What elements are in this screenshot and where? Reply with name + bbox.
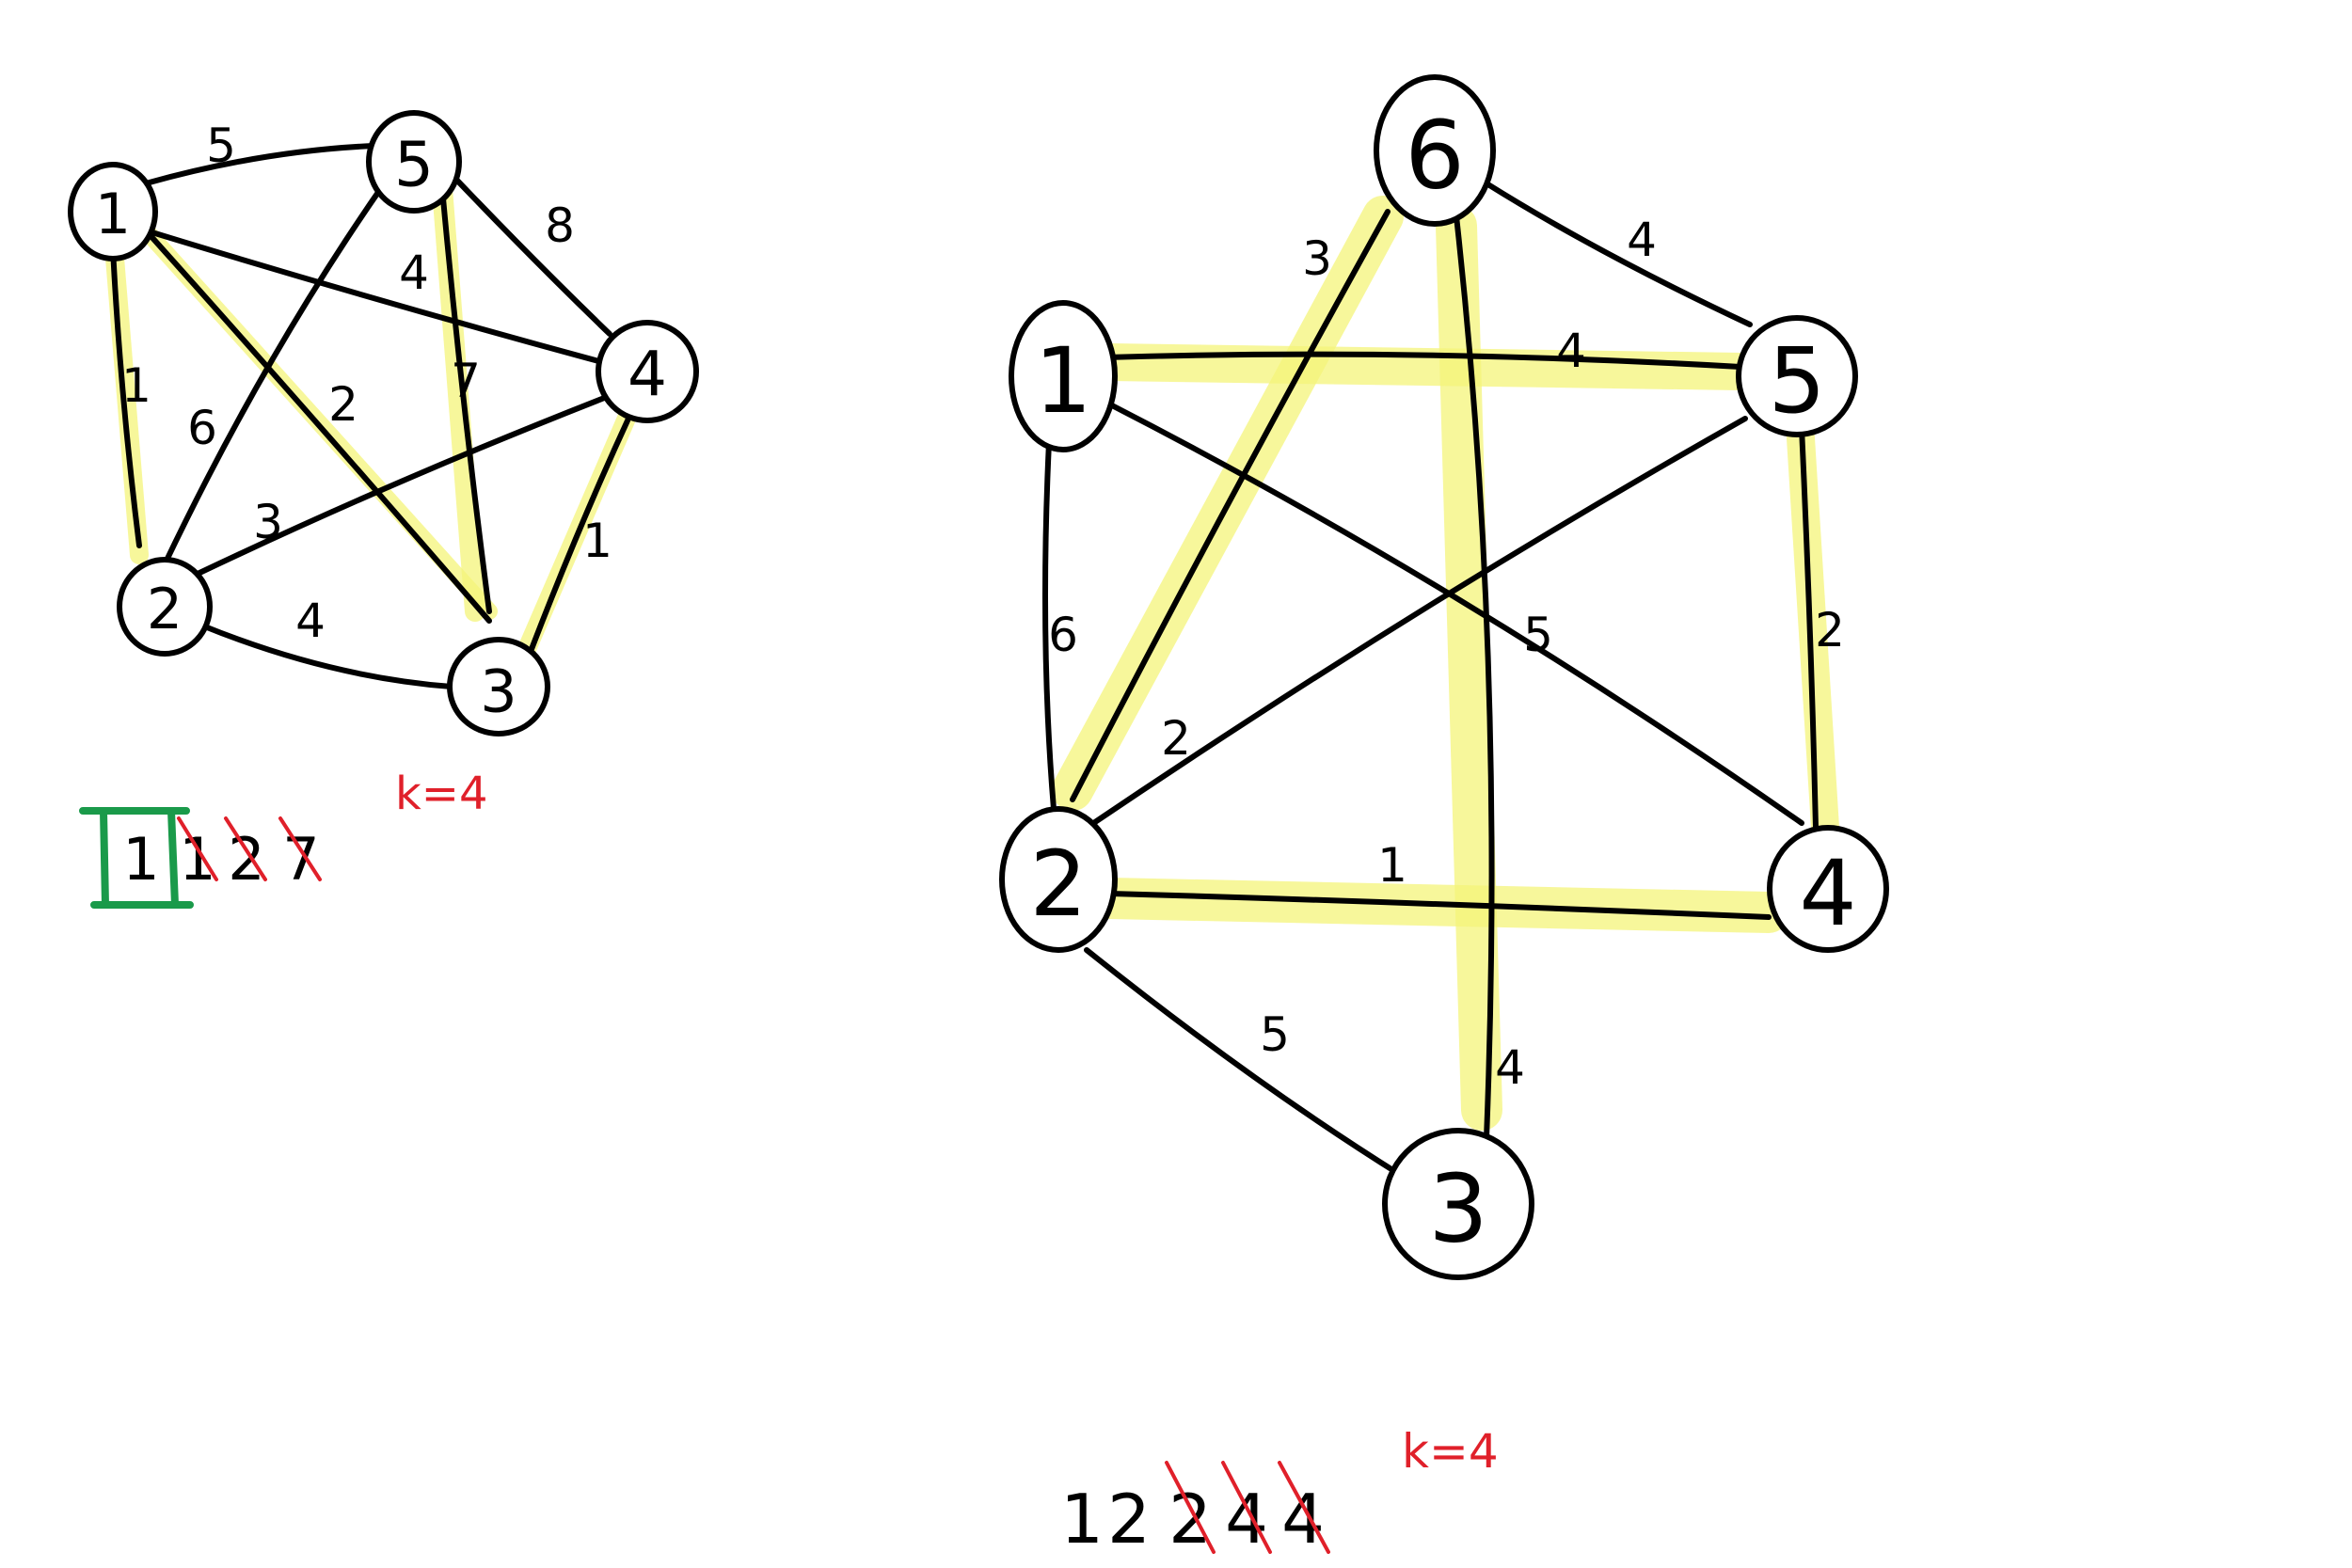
g2-edge-5-2 xyxy=(1084,416,1748,831)
g2-weight-1-2: 6 xyxy=(1048,608,1078,662)
g2-weight-6-5: 4 xyxy=(1627,213,1657,267)
g2-seq-item-0: 1 xyxy=(1060,1480,1104,1559)
g1-weight-5-3: 7 xyxy=(451,354,481,408)
g1-edge-2-4 xyxy=(195,392,614,577)
svg-text:1: 1 xyxy=(95,182,131,247)
graph-1: 5 8 4 7 2 1 6 3 4 1 1 5 4 xyxy=(68,110,699,909)
graph-2-weights: 4 3 4 4 6 5 2 2 1 5 xyxy=(1048,213,1845,1095)
g1-edge-5-4 xyxy=(439,162,612,337)
g2-weight-2-4: 1 xyxy=(1377,838,1407,893)
g1-weight-5-4: 8 xyxy=(545,198,575,253)
g2-weight-6-3: 4 xyxy=(1495,1040,1525,1095)
g2-edge-6-2 xyxy=(1070,209,1391,802)
g2-weight-1-4: 5 xyxy=(1523,608,1553,662)
g1-weight-1-2: 1 xyxy=(121,358,151,413)
svg-text:3: 3 xyxy=(1428,1154,1488,1264)
graph-2-nodes: 6 1 5 2 4 3 xyxy=(999,74,1889,1280)
g1-edge-5-3 xyxy=(439,185,492,614)
g1-k-note: k=4 xyxy=(395,768,488,820)
g2-seq-item-2: 2 xyxy=(1168,1480,1212,1559)
g1-edge-1-3 xyxy=(143,228,492,624)
g2-edge-2-4 xyxy=(1107,891,1772,920)
g1-edge-1-4 xyxy=(143,228,605,365)
svg-text:4: 4 xyxy=(628,339,667,411)
g2-edge-6-3 xyxy=(1454,214,1495,1141)
g2-k-note: k=4 xyxy=(1402,1424,1499,1479)
svg-text:3: 3 xyxy=(480,657,516,726)
g1-seq-cross-1 xyxy=(177,816,218,881)
graph-1-edges xyxy=(110,143,631,689)
g1-weight-4-3: 1 xyxy=(582,514,612,568)
g1-weight-5-2: 6 xyxy=(187,401,217,455)
g1-seq-item-1: 1 xyxy=(179,825,215,894)
svg-text:5: 5 xyxy=(394,129,434,201)
g1-seq-cross-3 xyxy=(278,816,322,881)
graph-1-nodes: 1 5 4 2 3 xyxy=(68,110,699,736)
g2-seq-cross-3 xyxy=(1221,1461,1272,1554)
g1-weight-1-4: 4 xyxy=(399,245,429,300)
svg-text:1: 1 xyxy=(1034,328,1091,434)
graph-1-weights: 5 8 4 7 2 1 6 3 4 1 xyxy=(121,119,612,648)
g1-weight-2-3: 4 xyxy=(295,594,326,648)
g2-weight-6-2: 3 xyxy=(1302,231,1332,286)
g2-node-3: 3 xyxy=(1382,1128,1534,1280)
svg-text:5: 5 xyxy=(1768,328,1825,434)
g1-edge-1-2 xyxy=(110,246,142,548)
g2-weight-5-2: 2 xyxy=(1161,711,1191,766)
g1-weight-1-5: 5 xyxy=(206,119,236,173)
g1-edge-1-5 xyxy=(143,143,377,186)
g2-weight-2-3: 5 xyxy=(1260,1007,1290,1062)
g1-seq-item-3: 7 xyxy=(282,825,319,894)
g1-node-2: 2 xyxy=(117,557,213,657)
g2-node-2: 2 xyxy=(999,806,1118,953)
g2-seq-item-4: 4 xyxy=(1281,1480,1325,1559)
g1-green-box xyxy=(79,807,194,909)
g2-highlight-1-5 xyxy=(1091,343,1759,390)
g2-edge-1-4 xyxy=(1107,402,1804,826)
g2-edge-6-5 xyxy=(1484,181,1753,327)
g1-node-5: 5 xyxy=(366,110,462,214)
svg-text:4: 4 xyxy=(1799,841,1856,946)
g2-seq-item-1: 2 xyxy=(1107,1480,1151,1559)
graph-2-edges xyxy=(1042,181,1819,1179)
g2-seq-item-3: 4 xyxy=(1225,1480,1268,1559)
g2-node-6: 6 xyxy=(1374,74,1496,227)
g1-edge-5-2 xyxy=(162,185,384,567)
g2-edge-1-2 xyxy=(1042,439,1057,812)
g2-weight-5-4: 2 xyxy=(1815,603,1845,657)
g1-seq-cross-2 xyxy=(224,816,267,881)
g1-edge-4-3 xyxy=(529,416,631,652)
g1-edge-2-3 xyxy=(199,623,454,689)
g2-sequence: 1 2 2 4 4 xyxy=(1060,1461,1330,1559)
graph-2-highlights xyxy=(1052,196,1839,1131)
g1-node-4: 4 xyxy=(596,320,699,423)
g1-seq-item-0: 1 xyxy=(122,825,159,894)
g2-edge-5-4 xyxy=(1799,425,1819,831)
graph-2: 4 3 4 4 6 5 2 2 1 5 6 1 5 xyxy=(999,74,1889,1559)
g1-seq-item-2: 2 xyxy=(228,825,264,894)
g2-node-4: 4 xyxy=(1767,825,1889,953)
g2-edge-1-5 xyxy=(1103,351,1743,370)
g2-seq-cross-2 xyxy=(1165,1461,1216,1554)
svg-text:6: 6 xyxy=(1405,101,1465,211)
g2-node-5: 5 xyxy=(1736,315,1858,437)
g2-node-1: 1 xyxy=(1009,300,1118,452)
g2-edge-2-3 xyxy=(1084,947,1405,1179)
g2-weight-1-5: 4 xyxy=(1556,324,1586,378)
g2-seq-cross-4 xyxy=(1278,1461,1330,1554)
g1-weight-2-4: 3 xyxy=(253,495,283,549)
g1-sequence: 1 1 2 7 xyxy=(79,807,322,909)
g1-node-3: 3 xyxy=(447,637,550,736)
svg-text:2: 2 xyxy=(147,577,183,642)
g1-weight-1-3: 2 xyxy=(328,377,358,432)
svg-text:2: 2 xyxy=(1029,832,1087,937)
g1-node-1: 1 xyxy=(68,162,158,261)
